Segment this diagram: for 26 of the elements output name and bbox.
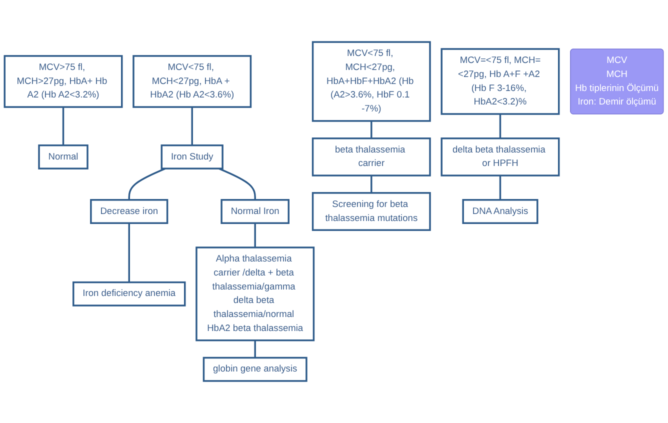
node-box: MCV<75 fl, MCH<27pg, HbA + HbA2 (Hb A2<3.6%): [132, 55, 252, 108]
node-box: Decrease iron: [90, 199, 168, 224]
connector: [370, 120, 372, 138]
connector: [254, 340, 256, 358]
node-box: MCV=<75 fl, MCH=<27pg, Hb A+F +A2 (Hb F 3-16%, HbA2<3.2)%: [440, 48, 560, 115]
connector: [128, 168, 166, 200]
connector: [499, 176, 502, 200]
node-box: delta beta thalassemia or HPFH: [440, 138, 560, 176]
node-box: beta thalassemia carrier: [312, 138, 431, 176]
node-box: MCV>75 fl, MCH>27pg, HbA+ Hb A2 (Hb A2<3.2%): [4, 55, 123, 108]
node-box: Screening for beta thalassemia mutations: [312, 192, 431, 231]
connector: [128, 223, 130, 282]
connector: [370, 176, 372, 193]
connector: [191, 107, 193, 146]
node-box: Normal Iron: [220, 199, 290, 224]
node-box: MCV<75 fl, MCH<27pg, HbA+HbF+HbA2 (Hb (A2>3.6%, HbF 0.1 -7%): [312, 41, 431, 122]
node-box: globin gene analysis: [202, 356, 308, 382]
connector: [499, 114, 502, 138]
connector: [62, 107, 64, 146]
node-box: Iron deficiency anemia: [72, 281, 186, 306]
node-box: DNA Analysis: [462, 199, 538, 224]
connector: [254, 223, 256, 248]
node-box: Normal: [38, 144, 88, 170]
node-box: Iron Study: [160, 144, 224, 170]
connector: [218, 168, 256, 200]
node-box: Alpha thalassemia carrier /delta + beta thalassemia/gamma delta beta thalassemia/normal HbA2 beta thalassemia: [196, 246, 315, 342]
